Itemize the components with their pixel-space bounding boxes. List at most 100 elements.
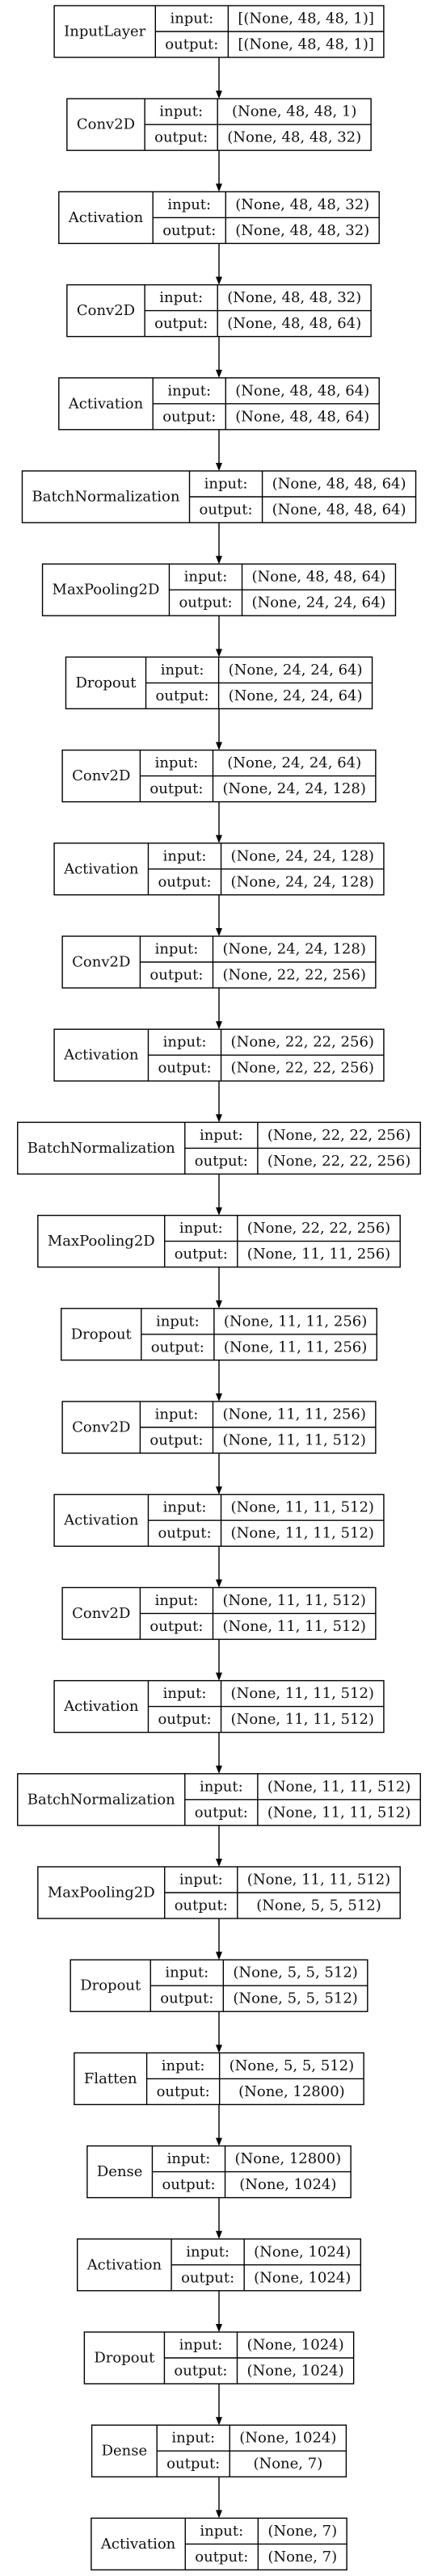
input-label: input: <box>163 1685 207 1702</box>
output-label: output: <box>150 967 203 984</box>
input-shape: (None, 5, 5, 512) <box>233 1965 357 1981</box>
layer-name: Activation <box>100 2536 176 2553</box>
edge-arrow <box>216 616 222 658</box>
output-shape: [(None, 48, 48, 1)] <box>238 36 374 53</box>
input-label: input: <box>186 2243 230 2260</box>
output-label: output: <box>179 595 232 611</box>
input-shape: (None, 22, 22, 256) <box>247 1220 390 1237</box>
edge-arrow <box>216 1453 222 1495</box>
layer-name: InputLayer <box>64 23 146 40</box>
output-label: output: <box>151 1338 204 1355</box>
edge-arrow <box>216 1639 222 1681</box>
edge-arrow <box>216 1732 222 1774</box>
layer-name: Dense <box>102 2443 148 2460</box>
output-label: output: <box>195 2549 248 2565</box>
input-shape: (None, 22, 22, 256) <box>231 1034 374 1051</box>
edge-arrow <box>216 2197 222 2239</box>
input-shape: (None, 11, 11, 512) <box>231 1499 374 1516</box>
layer-name: Activation <box>86 2256 162 2273</box>
output-label: output: <box>181 2269 234 2286</box>
output-shape: (None, 1024) <box>254 2269 351 2286</box>
output-shape: (None, 11, 11, 256) <box>247 1246 390 1263</box>
layer-node: InputLayer input: output: [(None, 48, 48, 1… <box>53 5 385 58</box>
edge-arrow <box>216 1267 222 1309</box>
input-label: input: <box>184 569 228 586</box>
edge-arrow <box>216 1918 222 1960</box>
output-label: output: <box>158 873 211 890</box>
output-shape: (None, 24, 24, 64) <box>229 687 363 704</box>
layer-name: Activation <box>68 395 144 412</box>
output-label: output: <box>200 502 253 519</box>
input-label: input: <box>179 2337 223 2354</box>
output-label: output: <box>165 36 218 53</box>
layer-name: Dropout <box>80 1977 141 1994</box>
input-shape: (None, 24, 24, 64) <box>229 662 363 679</box>
edge-arrow <box>216 894 222 936</box>
input-shape: (None, 24, 24, 128) <box>231 847 374 864</box>
input-shape: (None, 1024) <box>254 2243 351 2260</box>
edge-arrow <box>216 2011 222 2053</box>
input-shape: (None, 11, 11, 512) <box>222 1592 365 1609</box>
input-label: input: <box>165 1965 208 1981</box>
output-shape: (None, 24, 24, 128) <box>231 873 374 890</box>
layer-name: Dropout <box>94 2350 155 2367</box>
input-label: input: <box>200 2523 243 2540</box>
output-label: output: <box>150 1432 203 1449</box>
edge-arrow <box>216 1825 222 1867</box>
input-label: input: <box>204 476 248 493</box>
edge-arrow <box>216 150 222 192</box>
output-shape: (None, 5, 5, 512) <box>256 1897 381 1914</box>
input-shape: (None, 48, 48, 1) <box>232 103 356 120</box>
input-label: input: <box>162 2057 205 2074</box>
output-shape: (None, 24, 24, 64) <box>252 595 386 611</box>
output-label: output: <box>156 687 209 704</box>
output-shape: (None, 24, 24, 128) <box>222 780 365 797</box>
layer-name: Conv2D <box>77 116 135 133</box>
input-label: input: <box>167 2150 211 2167</box>
input-label: input: <box>170 11 213 27</box>
output-label: output: <box>160 1990 213 2007</box>
edge-arrow <box>216 57 222 99</box>
input-label: input: <box>155 1592 199 1609</box>
output-shape: (None, 11, 11, 512) <box>222 1618 365 1635</box>
output-shape: (None, 7) <box>267 2549 337 2565</box>
input-shape: (None, 48, 48, 32) <box>235 196 369 213</box>
edge-arrow <box>216 801 222 843</box>
layer-name: MaxPooling2D <box>53 582 160 599</box>
input-shape: (None, 5, 5, 512) <box>230 2057 354 2074</box>
output-label: output: <box>195 1153 248 1170</box>
input-shape: (None, 48, 48, 64) <box>235 382 369 399</box>
layer-name: BatchNormalization <box>27 1140 175 1157</box>
output-label: output: <box>174 2363 227 2380</box>
output-label: output: <box>175 1897 228 1914</box>
input-label: input: <box>163 1499 207 1516</box>
output-label: output: <box>154 129 208 146</box>
output-shape: (None, 5, 5, 512) <box>233 1990 357 2007</box>
layer-name: Conv2D <box>72 1419 130 1436</box>
input-shape: (None, 12800) <box>235 2150 342 2167</box>
layer-name: Dropout <box>71 1326 133 1343</box>
layer-name: Dropout <box>75 674 137 691</box>
output-label: output: <box>158 1711 211 1728</box>
layer-node: Activation input: output: (None, 1024) (None… <box>76 2238 362 2292</box>
output-label: output: <box>150 780 203 797</box>
output-shape: (None, 1024) <box>247 2363 344 2380</box>
output-shape: (None, 22, 22, 256) <box>267 1153 411 1170</box>
edge-arrow <box>216 1174 222 1216</box>
layer-name: Activation <box>63 860 139 877</box>
edge-arrow <box>216 429 222 471</box>
edge-arrow <box>216 2104 222 2146</box>
